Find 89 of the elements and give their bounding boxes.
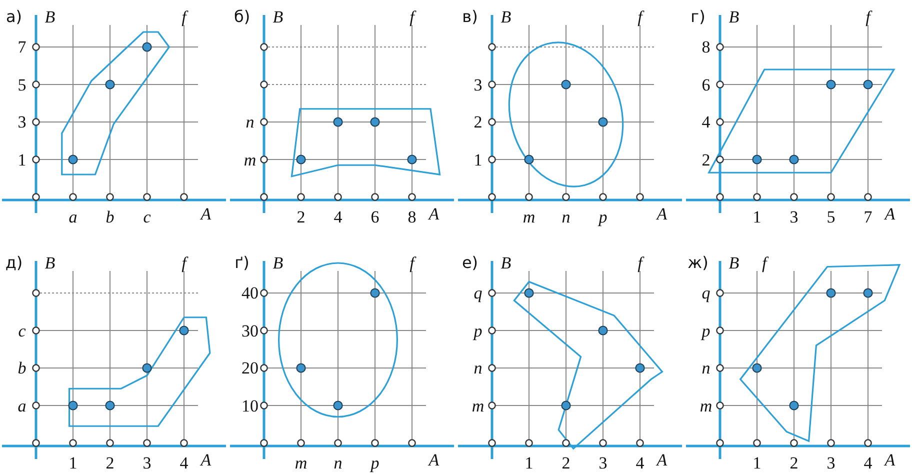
tick-label: 5 bbox=[18, 76, 26, 93]
tick-label: p bbox=[702, 322, 710, 339]
panel-letter: в) bbox=[462, 9, 478, 25]
tick-label: 4 bbox=[180, 454, 188, 472]
tick-label: m bbox=[244, 151, 256, 168]
panel-letter: г) bbox=[690, 9, 706, 25]
tick-label: 1 bbox=[18, 151, 26, 168]
tick-label: 2 bbox=[790, 454, 798, 472]
tick-label: 4 bbox=[334, 208, 342, 226]
tick-label: n bbox=[562, 208, 570, 226]
function-name: f bbox=[638, 8, 642, 26]
tick-label: p bbox=[370, 454, 380, 472]
tick-label: 1 bbox=[524, 454, 534, 472]
tick-label: n bbox=[246, 114, 254, 130]
tick-label: 3 bbox=[474, 76, 482, 93]
tick-label: 1 bbox=[752, 208, 762, 226]
function-name: f bbox=[638, 254, 642, 272]
function-name: f bbox=[762, 254, 767, 272]
tick-label: 3 bbox=[142, 454, 152, 472]
tick-label: 2 bbox=[296, 208, 306, 226]
panel-letter: а) bbox=[6, 9, 22, 25]
function-name: f bbox=[182, 8, 186, 26]
panel-letter: д) bbox=[5, 255, 23, 271]
tick-label: 30 bbox=[242, 322, 258, 339]
tick-label: m bbox=[700, 397, 712, 414]
axis-label: B bbox=[44, 254, 56, 272]
axis-label: B bbox=[728, 254, 740, 272]
tick-label: 2 bbox=[474, 114, 482, 130]
tick-label: a bbox=[68, 208, 78, 226]
tick-label: 3 bbox=[790, 208, 798, 226]
tick-label: m bbox=[522, 208, 536, 226]
tick-label: 7 bbox=[864, 208, 872, 226]
function-name: f bbox=[410, 254, 414, 272]
tick-label: 3 bbox=[826, 454, 836, 472]
tick-label: 4 bbox=[636, 454, 644, 472]
panel-letter: е) bbox=[462, 255, 478, 271]
tick-label: n bbox=[334, 454, 342, 472]
panel-letter: ж) bbox=[688, 255, 708, 271]
tick-label: 2 bbox=[106, 454, 114, 472]
tick-label: b bbox=[18, 360, 26, 376]
tick-label: b bbox=[106, 208, 114, 226]
tick-label: m bbox=[472, 397, 484, 414]
tick-label: 2 bbox=[702, 151, 710, 168]
tick-label: 1 bbox=[474, 151, 482, 168]
tick-label: c bbox=[18, 322, 26, 339]
axis-label: A bbox=[428, 206, 440, 222]
tick-label: 6 bbox=[702, 76, 710, 93]
tick-label: 4 bbox=[702, 114, 710, 130]
function-name: f bbox=[182, 254, 186, 272]
panel-letter: б) bbox=[234, 9, 250, 25]
axis-label: B bbox=[272, 254, 284, 272]
axis-label: A bbox=[656, 452, 668, 468]
axis-label: A bbox=[884, 206, 896, 222]
axis-label: B bbox=[44, 8, 56, 26]
axis-label: A bbox=[656, 206, 668, 222]
tick-label: 40 bbox=[242, 284, 258, 302]
tick-label: m bbox=[294, 454, 308, 472]
function-name: f bbox=[410, 8, 414, 26]
tick-label: n bbox=[474, 360, 482, 376]
tick-label: 6 bbox=[370, 208, 380, 226]
tick-label: 8 bbox=[702, 38, 710, 56]
tick-label: q bbox=[474, 284, 482, 302]
axis-label: B bbox=[500, 254, 512, 272]
tick-label: c bbox=[143, 208, 151, 226]
axis-label: A bbox=[884, 452, 896, 468]
function-name: f bbox=[866, 8, 870, 26]
tick-label: p bbox=[598, 208, 608, 226]
axis-label: A bbox=[200, 206, 212, 222]
tick-label: a bbox=[18, 397, 26, 414]
tick-label: 4 bbox=[864, 454, 872, 472]
axis-label: B bbox=[728, 8, 740, 26]
tick-label: 20 bbox=[242, 360, 258, 376]
tick-label: 5 bbox=[826, 208, 836, 226]
axis-label: B bbox=[272, 8, 284, 26]
tick-label: 1 bbox=[752, 454, 762, 472]
tick-label: 8 bbox=[408, 208, 416, 226]
tick-label: 3 bbox=[598, 454, 608, 472]
tick-label: 2 bbox=[562, 454, 570, 472]
axis-label: A bbox=[200, 452, 212, 468]
tick-label: p bbox=[474, 322, 482, 339]
tick-label: 7 bbox=[18, 38, 26, 56]
tick-label: 10 bbox=[242, 397, 258, 414]
tick-label: 3 bbox=[18, 114, 26, 130]
tick-label: 1 bbox=[68, 454, 78, 472]
tick-label: q bbox=[702, 284, 710, 302]
axis-label: B bbox=[500, 8, 512, 26]
panel-letter: ґ) bbox=[234, 255, 250, 271]
axis-label: A bbox=[428, 452, 440, 468]
tick-label: n bbox=[702, 360, 710, 376]
